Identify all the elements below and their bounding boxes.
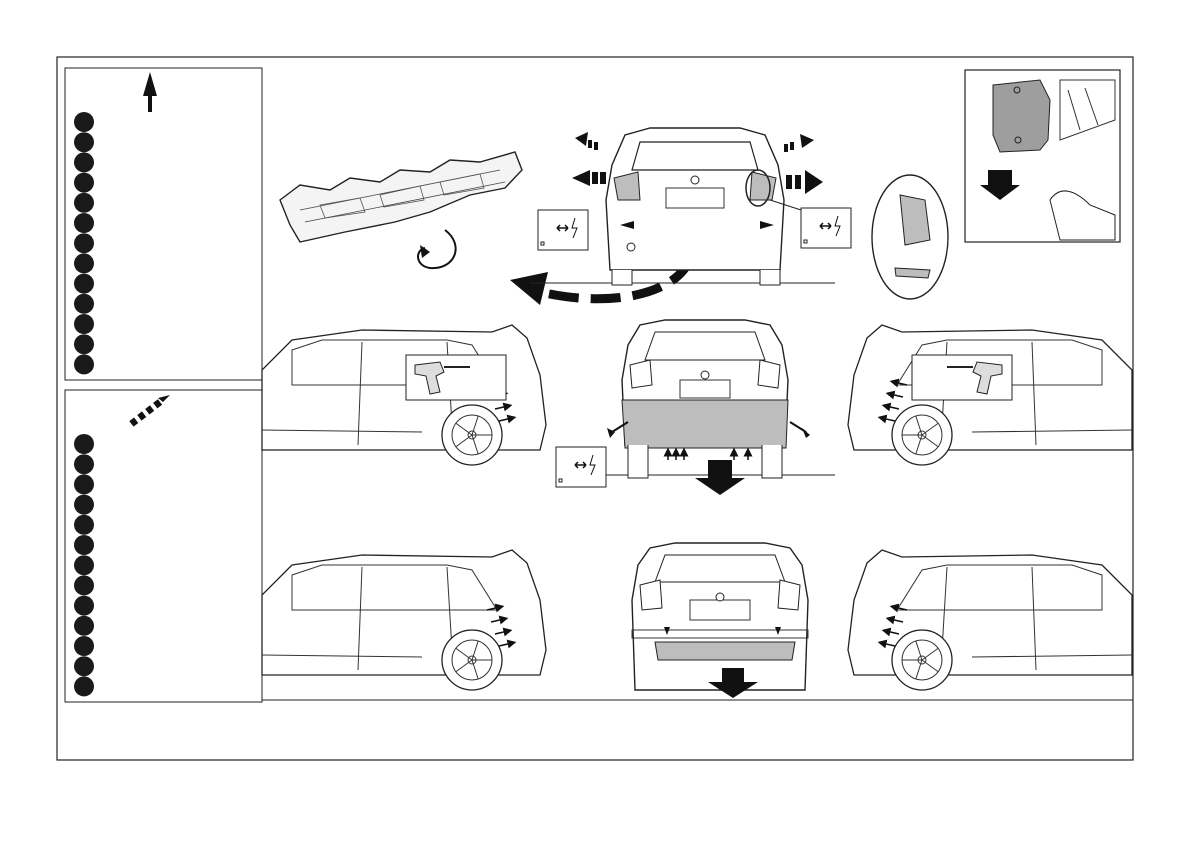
legend-top-step-13 (74, 354, 94, 374)
legend-bottom-step-8 (74, 575, 94, 595)
legend-bottom-step-10 (74, 616, 94, 636)
legend-top-step-3 (74, 152, 94, 172)
legend-bottom-step-7 (74, 555, 94, 575)
legend-top-step-10 (74, 294, 94, 314)
detail-taillight-zoom (872, 175, 948, 299)
side-view-left-bottom (262, 550, 546, 690)
rotate-arrow-icon (418, 230, 456, 268)
legend-bottom-step-13 (74, 676, 94, 696)
legend-bottom-step-9 (74, 596, 94, 616)
drill-box-right (912, 355, 1012, 400)
legend-bottom-step-11 (74, 636, 94, 656)
legend-top-step-8 (74, 253, 94, 273)
legend-top-step-1 (74, 112, 94, 132)
legend-top-step-5 (74, 193, 94, 213)
rear-view-bottom (632, 543, 808, 698)
underbody-panel (280, 152, 522, 268)
legend-bottom-step-4 (74, 495, 94, 515)
legend-top-step-7 (74, 233, 94, 253)
connector-box-right-top (801, 208, 851, 248)
legend-top-step-9 (74, 274, 94, 294)
legend-bottom-step-3 (74, 474, 94, 494)
legend-top-step-4 (74, 173, 94, 193)
legend-top (65, 68, 262, 380)
connector-box-middle (556, 447, 606, 487)
legend-top-step-2 (74, 132, 94, 152)
legend-top-step-6 (74, 213, 94, 233)
rear-view-middle (580, 320, 835, 495)
side-view-right-bottom (848, 550, 1132, 690)
legend-bottom-step-6 (74, 535, 94, 555)
detail-cover-panel (965, 70, 1120, 242)
connector-box-left-top (538, 210, 588, 250)
legend-top-step-12 (74, 334, 94, 354)
legend-bottom-step-1 (74, 434, 94, 454)
legend-bottom (65, 390, 262, 702)
legend-top-step-11 (74, 314, 94, 334)
drill-box-left (406, 355, 506, 400)
legend-bottom-step-5 (74, 515, 94, 535)
legend-bottom-step-12 (74, 656, 94, 676)
legend-bottom-step-2 (74, 454, 94, 474)
